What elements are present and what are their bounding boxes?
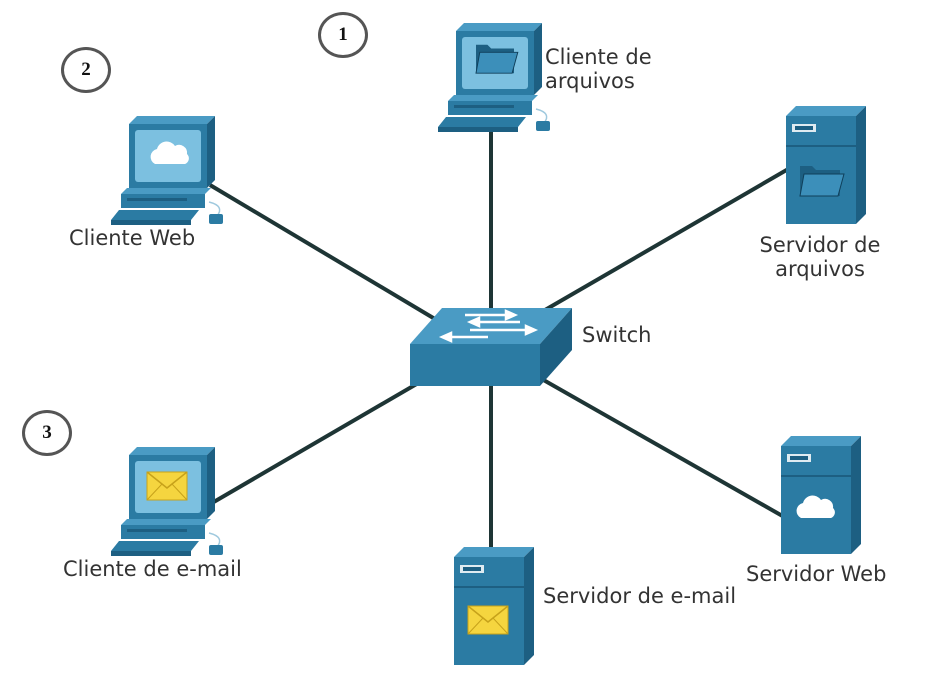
file-client-label-line2: arquivos [545,69,635,93]
web-server[interactable] [780,435,862,555]
step-badge-3: 3 [22,410,72,456]
link-file-server [543,166,792,312]
email-server[interactable] [453,546,535,666]
link-email-client [198,380,422,512]
file-client-label-line1: Cliente de [545,45,652,69]
web-client-label: Cliente Web [69,226,196,250]
step-badge-2: 2 [61,47,111,93]
link-web-client [208,183,442,324]
web-server-label: Servidor Web [746,562,887,586]
file-server-label-line2: arquivos [775,257,865,281]
folder-icon [799,165,845,197]
link-web-server [539,376,787,520]
web-client-pc[interactable] [110,115,224,226]
file-server[interactable] [785,105,867,225]
file-server-label: Servidor de arquivos [750,233,890,281]
step-badge-1: 1 [318,12,368,58]
email-server-label: Servidor de e-mail [543,584,737,608]
envelope-icon [146,471,188,501]
file-client-pc[interactable] [437,22,551,133]
switch-icon[interactable] [410,308,572,386]
folder-icon [475,44,519,74]
email-client-pc[interactable] [110,446,224,557]
file-client-label: Cliente de arquivos [545,45,652,93]
switch-label: Switch [582,323,652,347]
file-server-label-line1: Servidor de [759,233,881,257]
email-client-label: Cliente de e-mail [63,557,242,581]
envelope-icon [467,605,509,635]
links [198,118,792,548]
